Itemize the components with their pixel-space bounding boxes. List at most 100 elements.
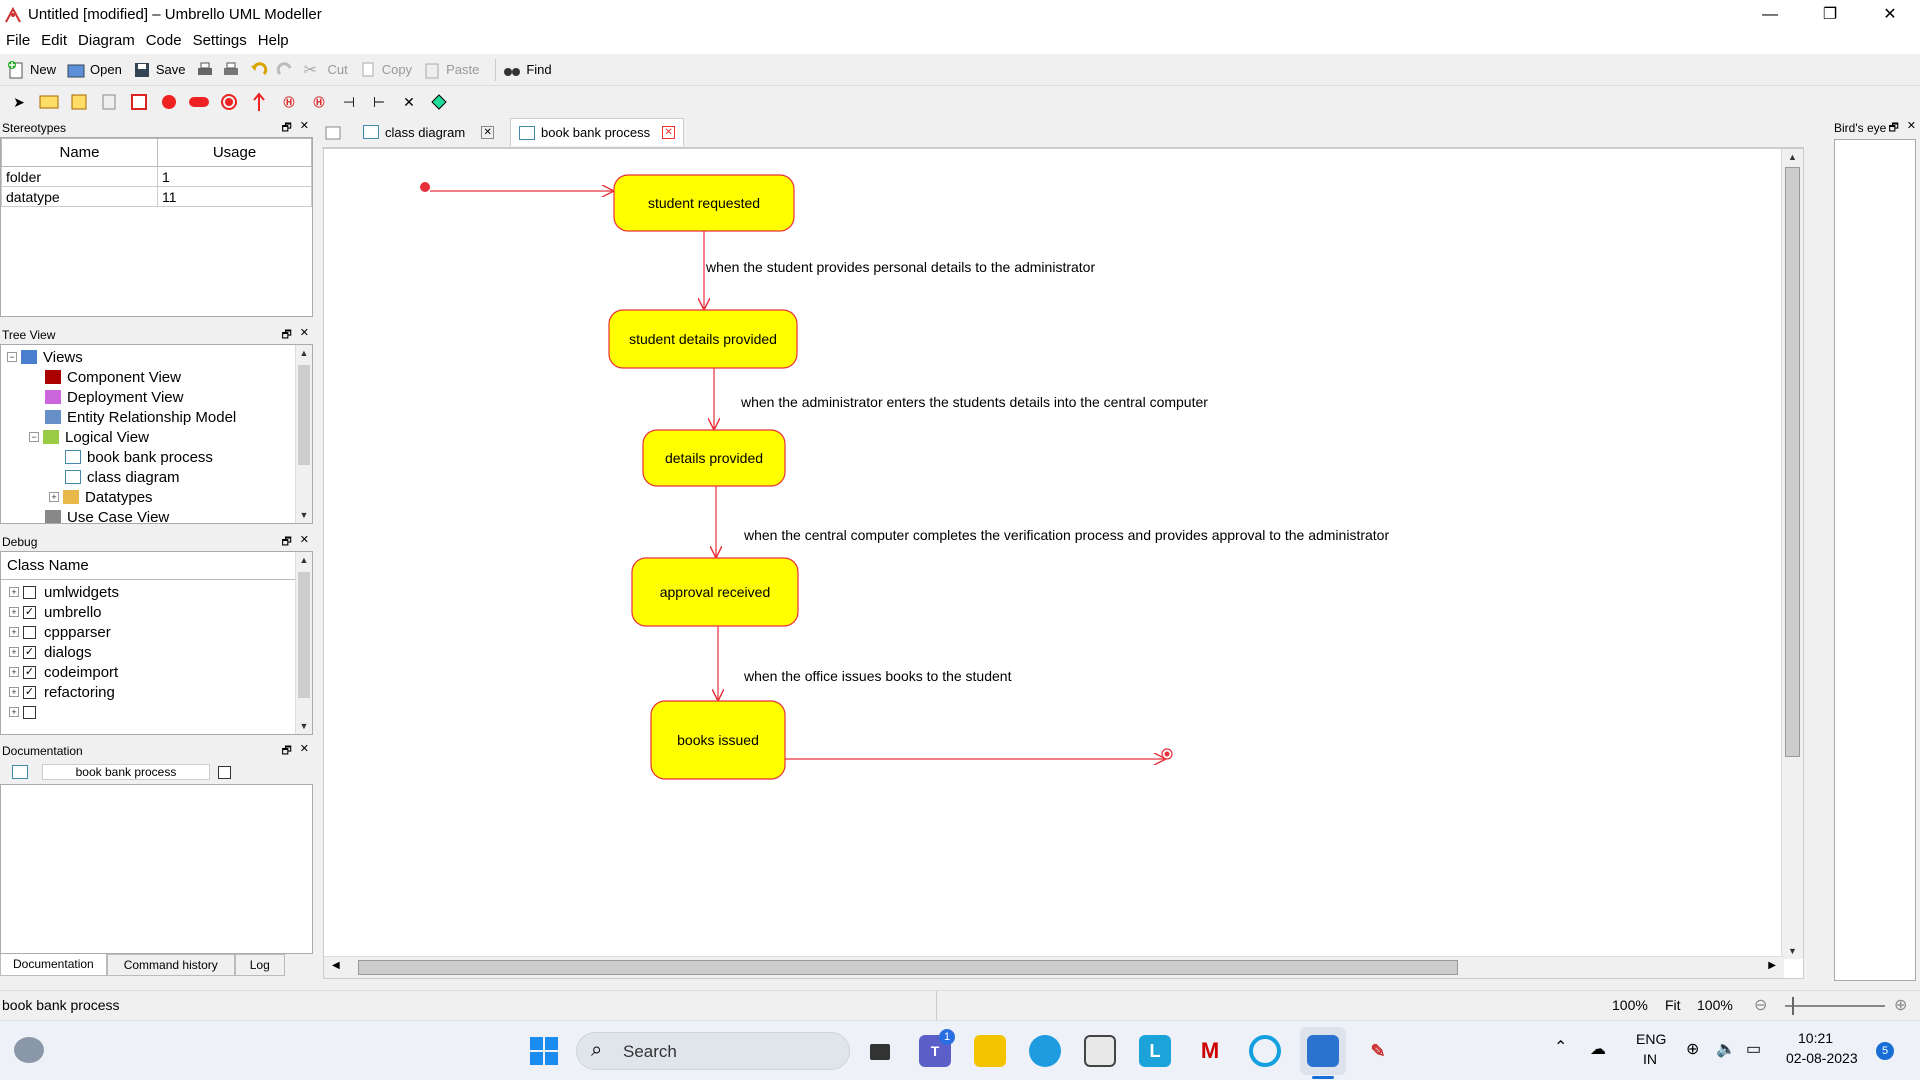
tree-view-scrollbar[interactable]: ▲ ▼ [295, 345, 312, 523]
select-arrow-icon[interactable]: ➤ [13, 93, 25, 110]
close-tab-icon[interactable]: ✕ [662, 126, 676, 139]
collapse-icon[interactable]: − [7, 352, 17, 362]
expand-icon[interactable]: + [9, 707, 19, 717]
notification-badge[interactable]: 5 [1876, 1042, 1894, 1060]
tree-item-datatypes[interactable]: +Datatypes [7, 487, 287, 507]
zoom-slider[interactable] [1785, 1005, 1885, 1007]
history-deep-icon[interactable]: Ⓗ [283, 97, 295, 109]
collapse-icon[interactable]: − [29, 432, 39, 442]
debug-item[interactable]: + [9, 702, 312, 722]
float-icon[interactable]: 🗗 [281, 121, 292, 134]
anchor-icon[interactable] [98, 91, 120, 113]
menu-file[interactable]: File [6, 32, 31, 49]
state-icon[interactable] [188, 91, 210, 113]
tab-documentation[interactable]: Documentation [0, 954, 107, 976]
undo-icon[interactable] [249, 60, 269, 80]
new-button[interactable]: New [6, 60, 56, 80]
zoom-out-icon[interactable]: ⊖ [1754, 997, 1768, 1014]
tab-command-history[interactable]: Command history [106, 954, 235, 976]
microsoft-store-icon[interactable] [1084, 1035, 1116, 1067]
show-hidden-icons-icon[interactable]: ⌃ [1554, 1039, 1568, 1056]
canvas-vertical-scrollbar[interactable]: ▲ ▼ [1781, 149, 1803, 959]
alexa-icon[interactable] [1249, 1035, 1281, 1067]
expand-icon[interactable]: + [9, 587, 19, 597]
expand-icon[interactable]: + [9, 667, 19, 677]
checkbox-checked[interactable]: ✓ [23, 685, 36, 699]
state-box[interactable] [613, 174, 795, 232]
save-button[interactable]: Save [132, 60, 185, 80]
box-icon[interactable] [128, 91, 150, 113]
copy-button[interactable]: Copy [358, 60, 412, 80]
new-diagram-tab-icon[interactable] [324, 124, 344, 142]
debug-item[interactable]: +✓codeimport [9, 662, 312, 682]
debug-scrollbar[interactable]: ▲ ▼ [295, 552, 312, 734]
state-box[interactable] [650, 700, 786, 780]
clock-time[interactable]: 10:21 [1798, 1030, 1834, 1046]
tab-book-bank-process[interactable]: book bank process ✕ [510, 118, 685, 146]
umbrello-taskbar-icon[interactable]: ✎ [1370, 1040, 1386, 1061]
language-eng[interactable]: ENG [1636, 1031, 1667, 1047]
zoom-in-icon[interactable]: ⊕ [1894, 997, 1908, 1014]
tree-item-logical-view[interactable]: −Logical View [7, 427, 287, 447]
text-box-icon[interactable] [38, 91, 60, 113]
scroll-down-icon[interactable]: ▼ [299, 510, 309, 520]
tree-item-book-bank-process[interactable]: book bank process [7, 447, 287, 467]
scroll-up-icon[interactable]: ▲ [299, 555, 309, 565]
language-in[interactable]: IN [1643, 1051, 1657, 1067]
scroll-up-icon[interactable]: ▲ [299, 348, 309, 358]
scroll-up-icon[interactable]: ▲ [1788, 152, 1797, 162]
tab-log[interactable]: Log [234, 954, 285, 976]
file-explorer-icon[interactable] [974, 1035, 1006, 1067]
close-tab-icon[interactable]: ✕ [481, 125, 495, 139]
close-window-button[interactable]: ✕ [1883, 6, 1897, 23]
birds-eye-view[interactable] [1834, 139, 1916, 981]
scrollbar-thumb[interactable] [298, 572, 310, 698]
state-transition-icon[interactable] [248, 91, 270, 113]
close-icon[interactable]: ✕ [299, 533, 309, 546]
checkbox-checked[interactable]: ✓ [23, 665, 36, 679]
cut-button[interactable]: ✂ Cut [303, 60, 347, 80]
float-icon[interactable]: 🗗 [281, 328, 292, 341]
paste-button[interactable]: Paste [422, 60, 479, 80]
class-name-header[interactable]: Class Name [1, 552, 312, 580]
debug-item[interactable]: +cppparser [9, 622, 312, 642]
menu-diagram[interactable]: Diagram [78, 32, 135, 49]
battery-icon[interactable]: ▭ [1746, 1041, 1762, 1058]
checkbox-checked[interactable]: ✓ [23, 605, 36, 619]
print-icon[interactable] [195, 60, 215, 80]
canvas-horizontal-scrollbar[interactable]: ◀ ▶ [324, 956, 1784, 978]
menu-edit[interactable]: Edit [41, 32, 68, 49]
checkbox-unchecked[interactable] [23, 625, 36, 639]
volume-icon[interactable]: 🔈 [1716, 1041, 1736, 1058]
windows-start-icon[interactable] [528, 1035, 560, 1067]
final-state[interactable] [1161, 748, 1173, 760]
state-box[interactable] [608, 309, 798, 369]
scroll-right-icon[interactable]: ▶ [1768, 960, 1776, 971]
end-state-icon[interactable] [218, 91, 240, 113]
close-icon[interactable]: ✕ [1906, 119, 1916, 132]
whiteboard-app-icon[interactable] [1307, 1035, 1339, 1067]
clock-date[interactable]: 02-08-2023 [1786, 1050, 1858, 1066]
tab-class-diagram[interactable]: class diagram ✕ [355, 118, 502, 146]
scroll-left-icon[interactable]: ◀ [332, 960, 340, 971]
scroll-down-icon[interactable]: ▼ [1788, 946, 1797, 956]
checkbox-unchecked[interactable] [23, 585, 36, 599]
float-icon[interactable]: 🗗 [281, 535, 292, 548]
checkbox-checked[interactable]: ✓ [23, 645, 36, 659]
mcafee-icon[interactable]: M [1200, 1038, 1220, 1063]
l-app-icon[interactable]: L [1139, 1035, 1171, 1067]
join-icon[interactable]: ⊢ [372, 93, 386, 110]
expand-icon[interactable]: + [9, 627, 19, 637]
weather-widget-icon[interactable] [14, 1037, 44, 1063]
debug-item[interactable]: +✓umbrello [9, 602, 312, 622]
initial-state-icon[interactable] [158, 91, 180, 113]
scroll-down-icon[interactable]: ▼ [299, 721, 309, 731]
zoom-slider-handle[interactable] [1792, 997, 1794, 1015]
menu-settings[interactable]: Settings [192, 32, 247, 49]
minimize-button[interactable]: — [1762, 6, 1778, 23]
expand-icon[interactable]: + [9, 607, 19, 617]
diagram-canvas[interactable]: when the student provides personal detai… [323, 148, 1804, 979]
menu-code[interactable]: Code [145, 32, 182, 49]
close-icon[interactable]: ✕ [299, 742, 309, 755]
fit-button[interactable]: Fit [1665, 997, 1681, 1013]
